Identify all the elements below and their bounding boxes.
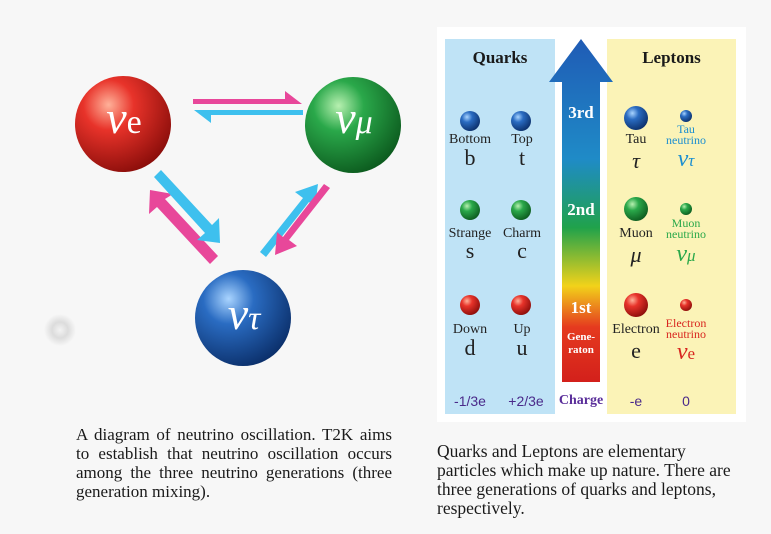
- nu-e-sphere: [75, 76, 171, 172]
- muon-symbol: μ: [630, 242, 642, 267]
- muon-name: Muon: [619, 226, 653, 241]
- tau-neutrino-name-2: neutrino: [666, 133, 706, 147]
- leptons-header: Leptons: [642, 48, 701, 67]
- tau-name: Tau: [625, 132, 647, 147]
- nu-mu-sphere: [305, 77, 401, 173]
- bottom-symbol: b: [464, 145, 476, 170]
- tau-neutrino-symbol: ντ: [662, 146, 710, 173]
- generation-sub-2: raton: [568, 344, 594, 356]
- arrow-e-to-mu: [193, 91, 302, 104]
- nu-tau-label: ντ: [198, 288, 290, 345]
- electron-neutrino-base: ν: [676, 339, 688, 365]
- up-quark-sphere: [511, 295, 531, 315]
- strange-name: Strange: [448, 226, 492, 241]
- nu-tau-base: ν: [227, 288, 249, 339]
- bottom-quark-sphere: [460, 111, 480, 131]
- quarks-header: Quarks: [472, 48, 528, 67]
- arrow-tau-to-mu: [260, 184, 318, 257]
- charge-up-type: +2/3e: [508, 393, 544, 409]
- charge-label: Charge: [558, 393, 604, 408]
- arrow-mu-to-e: [194, 110, 303, 123]
- electron-neutrino-name-1: Electron: [665, 316, 707, 330]
- nu-e-label: νe: [79, 92, 169, 149]
- tau-neutrino-name-1: Tau: [677, 122, 695, 136]
- top-symbol: t: [518, 145, 526, 170]
- bottom-name: Bottom: [448, 132, 491, 147]
- electron-neutrino-sphere: [680, 299, 692, 311]
- electron-sphere: [624, 293, 648, 317]
- muon-neutrino-sphere: [680, 203, 692, 215]
- up-symbol: u: [516, 335, 528, 360]
- down-name: Down: [452, 322, 488, 337]
- muon-neutrino-base: ν: [676, 241, 688, 267]
- strange-quark-sphere: [460, 200, 480, 220]
- generation-2nd: 2nd: [567, 200, 595, 219]
- down-symbol: d: [464, 335, 476, 360]
- charm-name: Charm: [502, 226, 542, 241]
- nu-mu-base: ν: [335, 92, 356, 143]
- arrow-tau-to-e: [149, 190, 218, 264]
- nu-e-sub: e: [126, 104, 142, 141]
- electron-symbol: e: [631, 338, 641, 363]
- electron-name: Electron: [612, 322, 660, 337]
- electron-neutrino-name-2: neutrino: [666, 327, 706, 341]
- nu-mu-label: νμ: [308, 92, 400, 149]
- muon-neutrino-name-2: neutrino: [666, 227, 706, 241]
- tau-neutrino-sphere: [680, 110, 692, 122]
- charge-charged-lepton: -e: [629, 393, 643, 409]
- electron-neutrino-symbol: νe: [662, 339, 710, 366]
- nu-e-base: ν: [106, 92, 127, 143]
- tau-neutrino-base: ν: [677, 146, 689, 172]
- generation-arrow: [549, 39, 613, 382]
- charm-quark-sphere: [511, 200, 531, 220]
- arrow-e-to-tau: [154, 170, 220, 243]
- caption-quarks-leptons: Quarks and Leptons are elementary partic…: [437, 441, 731, 518]
- arrow-mu-to-tau: [275, 184, 330, 255]
- muon-neutrino-symbol: νμ: [662, 241, 710, 268]
- tau-symbol: τ: [632, 148, 640, 173]
- nu-mu-sub: μ: [355, 104, 373, 141]
- muon-neutrino-sub: μ: [687, 246, 696, 265]
- charge-neutrino: 0: [682, 393, 690, 409]
- generation-3rd: 3rd: [568, 103, 594, 122]
- charm-symbol: c: [517, 238, 527, 263]
- tau-neutrino-sub: τ: [688, 151, 695, 170]
- caption-oscillation: A diagram of neutrino oscillation. T2K a…: [76, 425, 392, 501]
- electron-neutrino-sub: e: [687, 344, 696, 363]
- charge-down-type: -1/3e: [454, 393, 486, 409]
- tau-sphere: [624, 106, 648, 130]
- quark-panel: [445, 39, 555, 414]
- down-quark-sphere: [460, 295, 480, 315]
- nu-tau-sphere: [195, 270, 291, 366]
- oscillation-arrows: [149, 91, 330, 264]
- top-quark-sphere: [511, 111, 531, 131]
- lepton-panel: [607, 39, 736, 414]
- generation-sub-1: Gene-: [566, 331, 596, 343]
- up-name: Up: [513, 322, 531, 337]
- nu-tau-sub: τ: [248, 300, 261, 337]
- muon-sphere: [624, 197, 648, 221]
- top-name: Top: [511, 132, 533, 147]
- strange-symbol: s: [465, 238, 475, 263]
- muon-neutrino-name-1: Muon: [671, 216, 701, 230]
- generation-1st: 1st: [570, 298, 592, 317]
